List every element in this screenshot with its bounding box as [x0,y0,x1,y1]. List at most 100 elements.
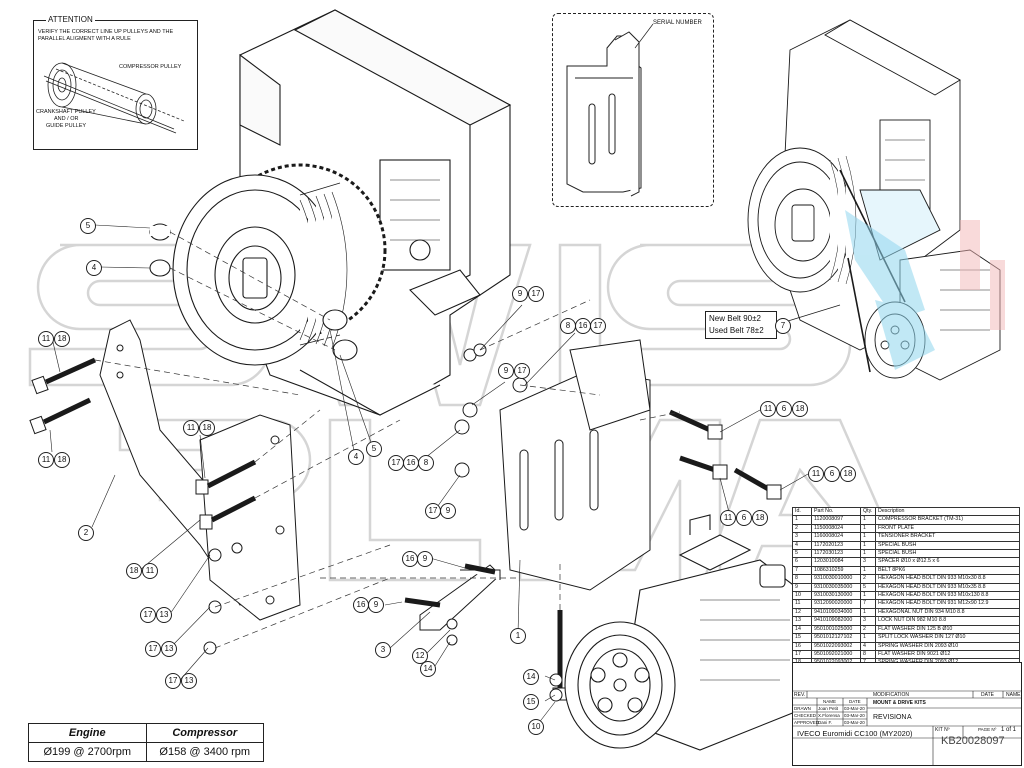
attention-title: ATTENTION [46,15,95,24]
part-description: HEXAGON HEAD BOLT DIN 933 M10x130 8.8 [875,591,1020,601]
part-number: 9312090020000 [811,599,861,609]
tb-col-date: DATE [849,699,861,704]
callout-10: 10 [528,719,544,735]
callout-9: 9 [368,597,384,613]
callout-17: 17 [590,318,606,334]
part-qty: 1 [860,532,876,542]
callout-16: 16 [575,318,591,334]
part-qty: 1 [860,523,876,534]
part-id: 1 [792,515,812,525]
tb-checked: CHECKED [794,713,817,718]
part-number: 9501092021000 [811,649,861,660]
part-description: FRONT PLATE [875,523,1020,534]
callout-17: 17 [528,286,544,302]
tb-date: DATE [981,692,994,698]
bolt-11-f [679,455,728,480]
serial-number-box: SERIAL NUMBER [552,13,714,207]
bolt-11-d [199,495,257,530]
header-id: Id. [792,506,812,517]
tb-revision-label: REVISION [873,714,907,721]
crank-label-3: GUIDE PULLEY [46,123,87,129]
part-id: 16 [792,641,812,651]
part-description: TENSIONER BRACKET [875,532,1020,542]
part-description: SPRING WASHER DIN 2093 Ø10 [875,641,1020,651]
pulley-alignment-sketch [43,62,185,134]
callout-9: 9 [440,503,456,519]
tb-approved: APPROVED [794,720,820,725]
callout-8: 8 [560,318,576,334]
callout-16: 16 [353,597,369,613]
part-qty: 7 [860,599,876,609]
part-id: 7 [792,565,812,576]
part-number: 1160008024 [811,532,861,542]
part-id: 12 [792,607,812,618]
part-number: 1172030123 [811,549,861,559]
callout-11: 11 [808,466,824,482]
callout-11: 11 [183,420,199,436]
callout-9: 9 [512,286,528,302]
part-description: LOCK NUT DIN 982 M10 8.8 [875,616,1020,626]
part-description: FLAT WASHER DIN 9021 Ø12 [875,649,1020,660]
bolt-11-c [195,459,257,495]
callout-17: 17 [514,363,530,379]
part-number: 9410109082000 [811,616,861,626]
part-id: 8 [792,574,812,584]
part-id: 13 [792,616,812,626]
callout-6: 6 [776,401,792,417]
callout-17: 17 [145,641,161,657]
callout-11: 11 [720,510,736,526]
part-qty: 1 [860,565,876,576]
title-block-grid [793,690,1021,765]
tb-page-label: PAGE Nº [978,727,997,732]
part-id: 14 [792,624,812,635]
part-qty: 1 [860,549,876,559]
attention-text-2: PARALLEL ALIGMENT WITH A RULE [38,36,131,42]
callout-13: 13 [161,641,177,657]
part-id: 6 [792,557,812,567]
crank-label-1: CRANKSHAFT PULLEY [36,109,96,115]
part-number: 1150008024 [811,523,861,534]
tb-kit-no: KB20028097 [941,735,1005,747]
header-description: Description [875,506,1020,517]
callout-11: 11 [760,401,776,417]
callout-1: 1 [510,628,526,644]
tb-revision-value: A [907,714,912,721]
callout-18: 18 [752,510,768,526]
part-number: 9310030035000 [811,582,861,593]
header-part-no: Part No. [811,506,861,517]
part-number: 1120008097 [811,515,861,525]
serial-bracket-detail [566,23,654,197]
callout-18: 18 [54,331,70,347]
part-qty: 2 [860,624,876,635]
tb-approved-date: 03-Mar-20 [844,720,865,725]
part-number: 9501012127102 [811,633,861,643]
callout-5: 5 [80,218,96,234]
tb-checked-name: X.Florensa [818,713,840,718]
part-qty: 1 [860,591,876,601]
callout-18: 18 [126,563,142,579]
attention-box: ATTENTION VERIFY THE CORRECT LINE UP PUL… [33,15,198,150]
callout-16: 16 [403,455,419,471]
callout-11: 11 [38,452,54,468]
part-description: SPLIT LOCK WASHER DIN 127 Ø10 [875,633,1020,643]
callout-13: 13 [181,673,197,689]
parts-header-row: Id. Part No. Qty. Description [792,506,1020,517]
part-id: 10 [792,591,812,601]
part-number: 9501022093002 [811,641,861,651]
callout-17: 17 [425,503,441,519]
part-number: 9410109034000 [811,607,861,618]
callout-3: 3 [375,642,391,658]
part-qty: 1 [860,633,876,643]
